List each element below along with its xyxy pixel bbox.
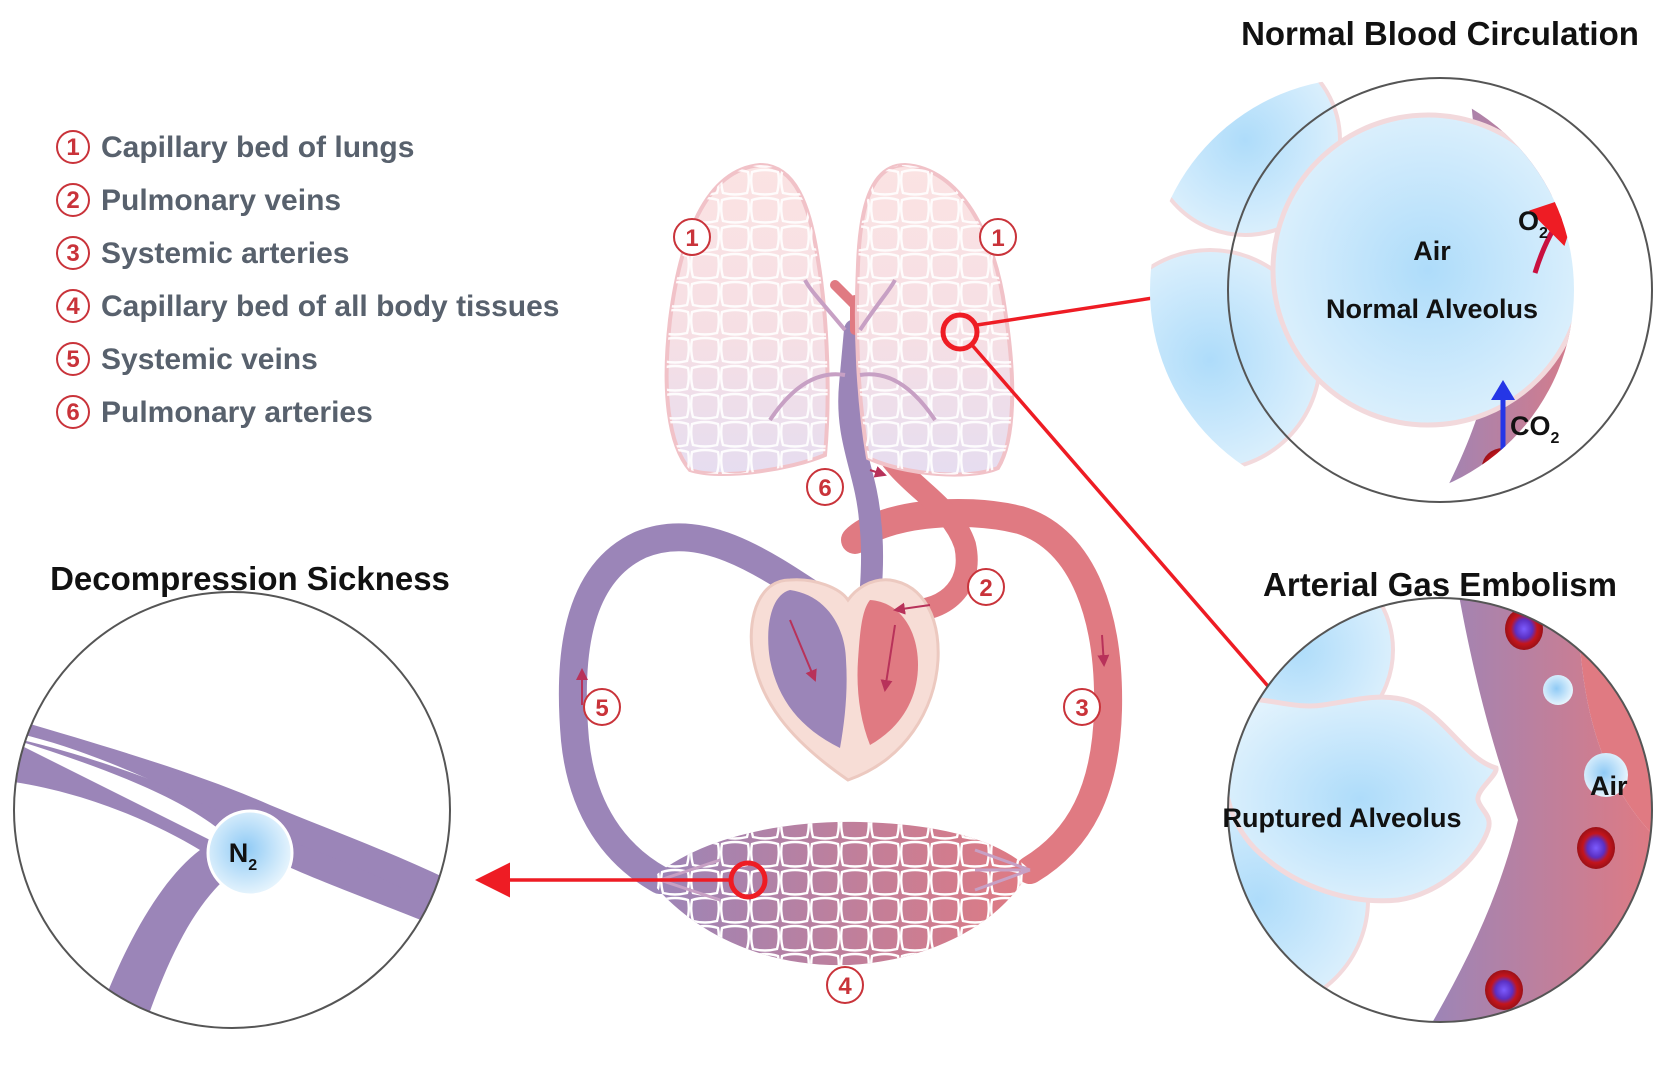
- red-blood-cell: [1503, 93, 1541, 135]
- panel-normal: Normal Blood Circulation Air Normal Alve…: [1100, 15, 1652, 520]
- legend-item: 1 Capillary bed of lungs: [57, 131, 414, 164]
- number-lung-left: 1: [685, 225, 698, 252]
- tissue-bed-cells: [650, 822, 1030, 965]
- legend-number: 6: [66, 399, 79, 426]
- panel-title: Decompression Sickness: [50, 560, 450, 597]
- panel-embolism: Arterial Gas Embolism Ruptured Alveolus …: [1148, 555, 1664, 1040]
- tissue-capillary-bed: [650, 822, 1030, 965]
- alveolus-label: Normal Alveolus: [1326, 294, 1538, 324]
- red-blood-cell: [1577, 827, 1615, 869]
- co2-label: CO2: [1510, 411, 1560, 447]
- legend-item: 6 Pulmonary arteries: [57, 396, 373, 429]
- legend-label: Capillary bed of all body tissues: [101, 290, 559, 323]
- legend-item: 4 Capillary bed of all body tissues: [57, 290, 559, 323]
- number-tissue-bed: 4: [838, 973, 852, 1000]
- number-lung-right: 1: [991, 225, 1004, 252]
- number-pulmonary-artery: 6: [818, 475, 831, 502]
- heart: [751, 580, 938, 780]
- legend-number: 3: [66, 240, 79, 267]
- legend-label: Pulmonary veins: [101, 184, 341, 217]
- air-label: Air: [1590, 771, 1628, 801]
- legend-label: Capillary bed of lungs: [101, 131, 414, 164]
- panel-title: Normal Blood Circulation: [1241, 15, 1639, 52]
- left-lung-cells: [667, 165, 828, 474]
- panel-dcs: Decompression Sickness N2: [0, 560, 470, 1050]
- red-blood-cell: [1559, 169, 1597, 211]
- legend: 1 Capillary bed of lungs 2 Pulmonary vei…: [57, 131, 559, 429]
- legend-number: 1: [66, 134, 79, 161]
- legend-number: 4: [66, 293, 80, 320]
- legend-item: 5 Systemic veins: [57, 343, 318, 376]
- number-systemic-vein: 5: [595, 695, 608, 722]
- red-blood-cell: [1485, 970, 1523, 1010]
- legend-number: 5: [66, 346, 79, 373]
- red-blood-cell: [1576, 320, 1612, 360]
- legend-label: Systemic veins: [101, 343, 318, 376]
- number-pulmonary-vein: 2: [979, 575, 992, 602]
- legend-item: 2 Pulmonary veins: [57, 184, 341, 217]
- lungs: [667, 165, 1013, 475]
- legend-label: Pulmonary arteries: [101, 396, 373, 429]
- n2-bubble: [208, 811, 292, 895]
- number-systemic-artery: 3: [1075, 695, 1088, 722]
- air-bubble: [1543, 675, 1573, 705]
- air-label: Air: [1413, 236, 1451, 266]
- legend-item: 3 Systemic arteries: [57, 237, 350, 270]
- alveolus-label: Ruptured Alveolus: [1222, 803, 1461, 833]
- right-lung-cells: [857, 165, 1012, 475]
- legend-number: 2: [66, 187, 79, 214]
- legend-label: Systemic arteries: [101, 237, 350, 270]
- deoxygenated-blood-cell: [1482, 448, 1524, 486]
